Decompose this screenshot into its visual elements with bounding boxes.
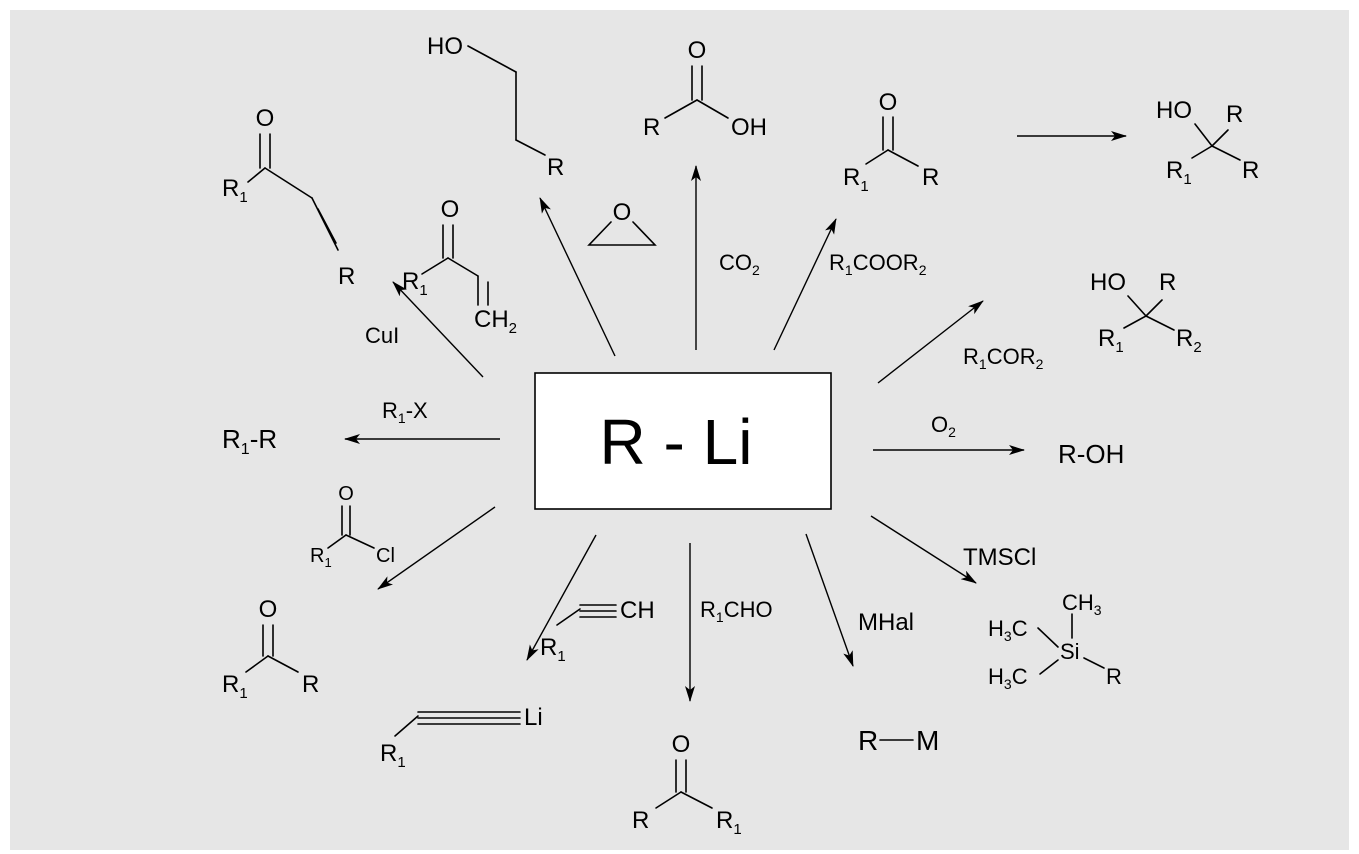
reagent-cui: CuI	[365, 323, 399, 348]
svg-text:O: O	[688, 37, 707, 64]
svg-text:O: O	[672, 731, 691, 758]
svg-text:R1: R1	[222, 671, 248, 702]
svg-text:O: O	[259, 596, 278, 623]
epoxide-reagent: O	[587, 199, 657, 246]
enone-reagent: O R1 CH2	[402, 196, 517, 337]
terminal-alkyne-reagent: CH R1	[540, 597, 655, 665]
svg-text:CH: CH	[620, 597, 655, 624]
svg-text:R: R	[302, 671, 319, 698]
reagent-tmscl: TMSCl	[963, 544, 1036, 571]
svg-text:O: O	[256, 105, 275, 132]
reagent-r1cor2: R1COR2	[963, 344, 1044, 372]
arrow-alkyne	[526, 534, 597, 661]
svg-text:O: O	[338, 483, 354, 505]
arrow-tmscl	[870, 515, 977, 584]
product-r1r: R1-R	[222, 424, 277, 458]
reagent-labels: CuI R1-X CO2 R1COOR2 R1COR2 O2 TMSCl MHa…	[365, 250, 1044, 636]
arrow-ester	[773, 218, 837, 351]
svg-text:R: R	[1242, 157, 1259, 184]
center-label: R - Li	[600, 406, 753, 478]
arrows	[344, 131, 1127, 702]
organometal-product: R M	[858, 725, 939, 756]
reagent-o2: O2	[931, 412, 956, 440]
lithium-acetylide-product: Li R1	[380, 704, 543, 771]
svg-text:R2: R2	[1176, 325, 1202, 356]
svg-text:R1: R1	[222, 175, 248, 206]
svg-text:O: O	[441, 196, 460, 223]
svg-text:Cl: Cl	[376, 545, 395, 567]
reagent-mhal: MHal	[858, 609, 914, 636]
ketone-product-bottom: O R R1	[632, 731, 742, 838]
svg-text:R1: R1	[380, 740, 406, 771]
svg-text:M: M	[916, 725, 939, 756]
svg-text:R: R	[1106, 664, 1122, 689]
svg-text:O: O	[879, 89, 898, 116]
primary-alcohol-product: HO R	[427, 33, 564, 181]
enone-product: O R1 R	[222, 105, 355, 290]
svg-text:R: R	[632, 807, 649, 834]
svg-text:HO: HO	[427, 33, 463, 60]
acyl-chloride-reagent: O R1 Cl	[310, 483, 395, 570]
svg-text:R1: R1	[843, 164, 869, 195]
svg-text:R1: R1	[1098, 325, 1124, 356]
reagent-r1x: R1-X	[382, 398, 428, 426]
arrow-ketone	[877, 300, 984, 384]
svg-text:R1: R1	[402, 268, 428, 299]
svg-text:H3C: H3C	[988, 664, 1028, 692]
reagent-co2: CO2	[719, 250, 760, 278]
svg-text:R: R	[1226, 101, 1243, 128]
carboxylic-acid-product: O R OH	[643, 37, 767, 141]
arrow-mhal	[805, 533, 854, 667]
svg-text:R: R	[858, 725, 878, 756]
epoxide-o: O	[613, 199, 632, 226]
ketone-product-left: O R1 R	[222, 596, 319, 702]
svg-text:R1: R1	[310, 545, 332, 570]
svg-text:CH2: CH2	[474, 306, 517, 337]
arrow-cui	[392, 281, 484, 378]
arrow-acyl-chloride	[377, 506, 496, 590]
svg-text:R: R	[643, 114, 660, 141]
svg-text:CH3: CH3	[1062, 590, 1102, 618]
svg-text:R: R	[547, 154, 564, 181]
svg-text:HO: HO	[1156, 97, 1192, 124]
mixed-tertiary-alcohol-product: HO R R1 R2	[1090, 269, 1202, 356]
svg-text:R1: R1	[540, 634, 566, 665]
svg-text:R: R	[1159, 269, 1176, 296]
svg-text:R1: R1	[1166, 157, 1192, 188]
arrow-epoxide	[539, 197, 616, 357]
product-roh: R-OH	[1058, 439, 1124, 469]
reagent-r1cho: R1CHO	[700, 597, 773, 625]
ketone-product-top: O R1 R	[843, 89, 939, 195]
svg-text:R: R	[922, 164, 939, 191]
svg-text:Si: Si	[1060, 639, 1080, 664]
center-box	[534, 372, 832, 510]
svg-text:R: R	[338, 263, 355, 290]
svg-text:H3C: H3C	[988, 616, 1028, 644]
reagent-r1coor2: R1COOR2	[829, 250, 927, 278]
svg-text:Li: Li	[524, 704, 543, 731]
svg-text:HO: HO	[1090, 269, 1126, 296]
svg-text:R1: R1	[716, 807, 742, 838]
trimethylsilyl-product: CH3 H3C H3C Si R	[988, 590, 1122, 692]
tertiary-alcohol-product: HO R R1 R	[1156, 97, 1259, 188]
svg-text:OH: OH	[731, 114, 767, 141]
